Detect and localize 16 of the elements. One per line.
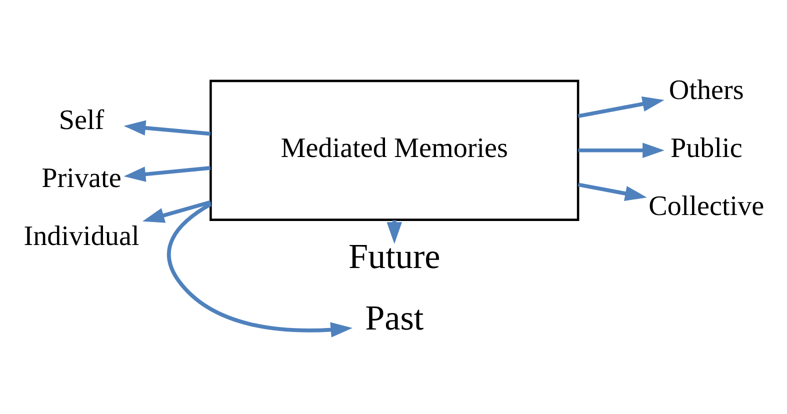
node-text: Future [348, 236, 440, 276]
arrow [142, 200, 212, 222]
node-text: Collective [648, 190, 764, 222]
arrow [578, 142, 664, 158]
arrow [124, 166, 211, 182]
node-box: Mediated Memories [210, 79, 580, 220]
node-text: Others [668, 74, 744, 106]
arrow [578, 182, 647, 200]
node-text: Individual [24, 220, 140, 252]
arrow [124, 120, 211, 136]
node-text: Self [58, 104, 104, 136]
node-text: Past [365, 298, 424, 338]
node-text: Public [670, 132, 742, 164]
arrow [578, 96, 664, 118]
arrow [167, 202, 353, 337]
node-text: Private [42, 162, 122, 194]
